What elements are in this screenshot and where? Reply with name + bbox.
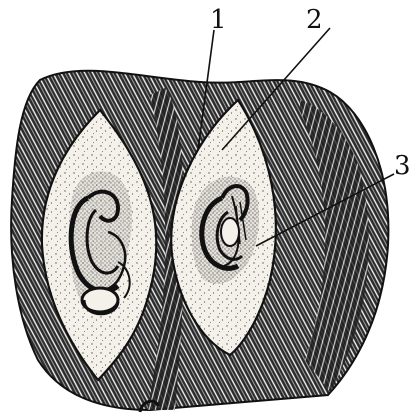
callout-label-2: 2 bbox=[306, 5, 323, 35]
callout-label-1: 1 bbox=[210, 5, 227, 35]
callout-label-3: 3 bbox=[394, 151, 411, 181]
